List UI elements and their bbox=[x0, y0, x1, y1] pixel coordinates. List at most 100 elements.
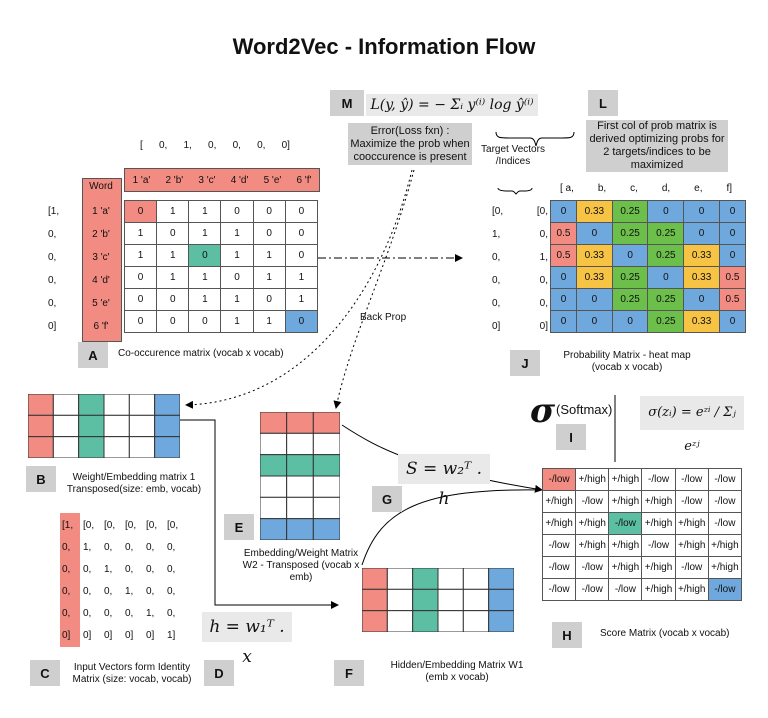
prob-cell: 0.25 bbox=[611, 266, 649, 289]
column-header: [ a, bbox=[559, 183, 574, 194]
target-row: 0,0, bbox=[492, 269, 548, 292]
vector-entry: 0, bbox=[208, 140, 217, 151]
vector-entry: [1, bbox=[48, 206, 60, 217]
matrix-cell bbox=[386, 567, 414, 590]
prob-cell: 0 bbox=[576, 288, 613, 311]
cooc-cell: 1 bbox=[252, 310, 286, 333]
target-entry: 0, bbox=[539, 275, 548, 286]
column-header: b, bbox=[597, 183, 607, 194]
score-cell: +/high bbox=[575, 468, 610, 491]
matrix-cell bbox=[361, 610, 388, 633]
target-entry: 0] bbox=[492, 321, 501, 332]
matrix-cell bbox=[437, 610, 464, 633]
column-header: 5 'e' bbox=[263, 174, 282, 186]
matrix-cell bbox=[78, 414, 105, 438]
identity-cell: 1, bbox=[146, 608, 155, 619]
matrix-cell bbox=[412, 588, 439, 612]
matrix-E bbox=[259, 411, 341, 541]
softmax-label: (Softmax) bbox=[556, 402, 613, 417]
target-entry: 1, bbox=[539, 252, 548, 263]
score-cell: +/high bbox=[608, 468, 643, 491]
matrix-cell bbox=[103, 393, 130, 416]
score-cell: +/high bbox=[575, 534, 610, 557]
prob-cell: 0.33 bbox=[683, 244, 720, 267]
score-formula: S = w₂ᵀ . h bbox=[398, 454, 490, 509]
cooc-cell: 1 bbox=[123, 222, 158, 245]
matrix-cell bbox=[386, 610, 414, 633]
target-entry: [0, bbox=[536, 206, 548, 217]
caption-J: Probability Matrix - heat map (vocab x v… bbox=[563, 350, 691, 373]
score-cell: +/high bbox=[641, 578, 676, 601]
matrix-cell bbox=[78, 393, 105, 416]
vector-entry: 0, bbox=[48, 275, 57, 286]
cooc-cell: 0 bbox=[123, 310, 158, 333]
cooc-cell: 0 bbox=[220, 200, 254, 223]
matrix-cell bbox=[259, 475, 288, 498]
identity-cell: 0, bbox=[104, 542, 113, 553]
target-entry: 0, bbox=[539, 298, 548, 309]
prob-cell: 0 bbox=[549, 266, 578, 289]
cooc-cell: 0 bbox=[156, 310, 190, 333]
score-cell: +/high bbox=[707, 556, 743, 579]
matrix-cell bbox=[488, 567, 515, 590]
identity-cell: 0, bbox=[62, 586, 71, 597]
identity-cell: 0, bbox=[167, 564, 176, 575]
label-L: L bbox=[588, 90, 618, 116]
identity-cell: 0, bbox=[125, 608, 134, 619]
matrix-cell bbox=[52, 414, 80, 438]
vector-entry: [ bbox=[140, 140, 143, 151]
matrix-cell bbox=[27, 393, 54, 416]
score-cell: -/low bbox=[541, 578, 577, 601]
identity-cell: 0] bbox=[62, 630, 71, 641]
prob-cell: 0 bbox=[549, 288, 578, 311]
arrow-loss-to-E bbox=[333, 169, 415, 409]
score-cell: +/high bbox=[641, 556, 676, 579]
column-header: 1 'a' bbox=[132, 174, 151, 186]
label-E: E bbox=[224, 514, 254, 540]
identity-cell: 0] bbox=[83, 630, 92, 641]
sigma-symbol: σ bbox=[530, 391, 556, 431]
score-cell: -/low bbox=[707, 468, 743, 491]
label-B: B bbox=[26, 466, 56, 492]
identity-cell: 0, bbox=[62, 542, 71, 553]
cooc-headers: 1 'a'2 'b'3 'c'4 'd'5 'e'6 'f' bbox=[124, 168, 320, 192]
cooc-cell: 1 bbox=[123, 244, 158, 267]
target-row: 0,0, bbox=[492, 292, 548, 315]
prob-cell: 0.5 bbox=[718, 288, 747, 311]
prob-cell: 0 bbox=[683, 200, 720, 223]
score-cell: -/low bbox=[674, 468, 709, 491]
matrix-cell bbox=[361, 588, 388, 612]
cooc-cell: 1 bbox=[188, 222, 222, 245]
target-row: [0,[0, bbox=[492, 200, 548, 223]
matrix-cell bbox=[27, 414, 54, 438]
target-brace-small bbox=[497, 187, 533, 195]
column-header: 4 'd' bbox=[230, 174, 249, 186]
caption-H: Score Matrix (vocab x vocab) bbox=[600, 628, 730, 639]
score-cell: +/high bbox=[674, 534, 709, 557]
matrix-cell bbox=[488, 610, 515, 633]
prob-targets: [0,[0,1,0,0,1,0,0,0,0,0]0] bbox=[492, 200, 548, 338]
score-cell: -/low bbox=[541, 468, 577, 491]
score-cell: -/low bbox=[674, 490, 709, 513]
row-header: 6 'f' bbox=[93, 321, 109, 332]
cooc-cell: 1 bbox=[220, 222, 254, 245]
matrix-cell bbox=[286, 432, 314, 456]
prob-cell: 0 bbox=[549, 200, 578, 223]
word-header: Word bbox=[89, 181, 113, 192]
score-cell: +/high bbox=[575, 512, 610, 535]
matrix-cell bbox=[462, 567, 490, 590]
matrix-cell bbox=[437, 588, 464, 612]
identity-cell: 0, bbox=[62, 608, 71, 619]
identity-row: 0,0,1,0,0,0, bbox=[62, 559, 190, 581]
identity-row: 0,0,0,0,1,0, bbox=[62, 603, 190, 625]
score-cell: -/low bbox=[641, 534, 676, 557]
matrix-cell bbox=[412, 567, 439, 590]
score-cell: -/low bbox=[575, 490, 610, 513]
matrix-cell bbox=[128, 393, 156, 416]
label-J: J bbox=[510, 350, 540, 376]
score-matrix: -/low+/high+/high-/low-/low-/low+/high-/… bbox=[541, 468, 743, 601]
prob-cell: 0 bbox=[718, 200, 747, 223]
matrix-cell bbox=[437, 567, 464, 590]
identity-cell: 0] bbox=[104, 630, 113, 641]
